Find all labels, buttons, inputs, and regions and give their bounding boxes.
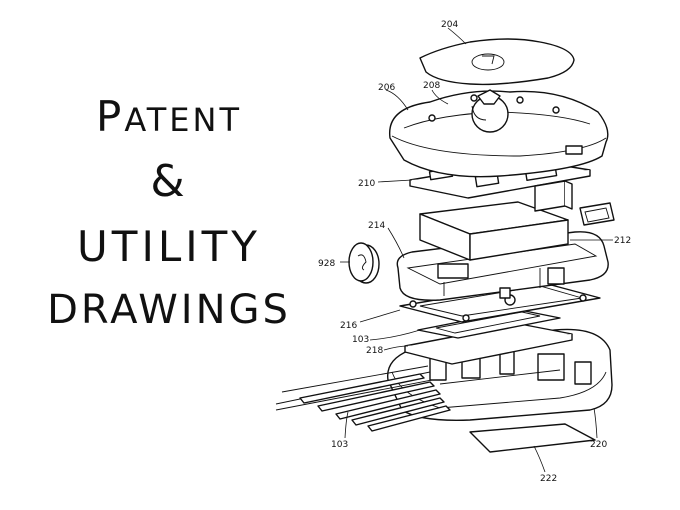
part-222-bottom-pad bbox=[470, 424, 595, 452]
label-210: 210 bbox=[358, 179, 375, 189]
label-208: 208 bbox=[423, 81, 440, 91]
part-204-top-label bbox=[420, 39, 574, 84]
label-214: 214 bbox=[368, 221, 385, 231]
label-216: 216 bbox=[340, 321, 357, 331]
label-206: 206 bbox=[378, 83, 395, 93]
label-204: 204 bbox=[441, 20, 458, 30]
part-928-coin-cell bbox=[349, 243, 379, 283]
label-220: 220 bbox=[590, 440, 607, 450]
label-222: 222 bbox=[540, 474, 557, 484]
label-928: 928 bbox=[318, 259, 335, 269]
label-103-upper: 103 bbox=[352, 335, 369, 345]
label-218: 218 bbox=[366, 346, 383, 356]
label-103-lower: 103 bbox=[331, 440, 348, 450]
part-206-top-housing bbox=[390, 90, 608, 177]
label-212: 212 bbox=[614, 236, 631, 246]
